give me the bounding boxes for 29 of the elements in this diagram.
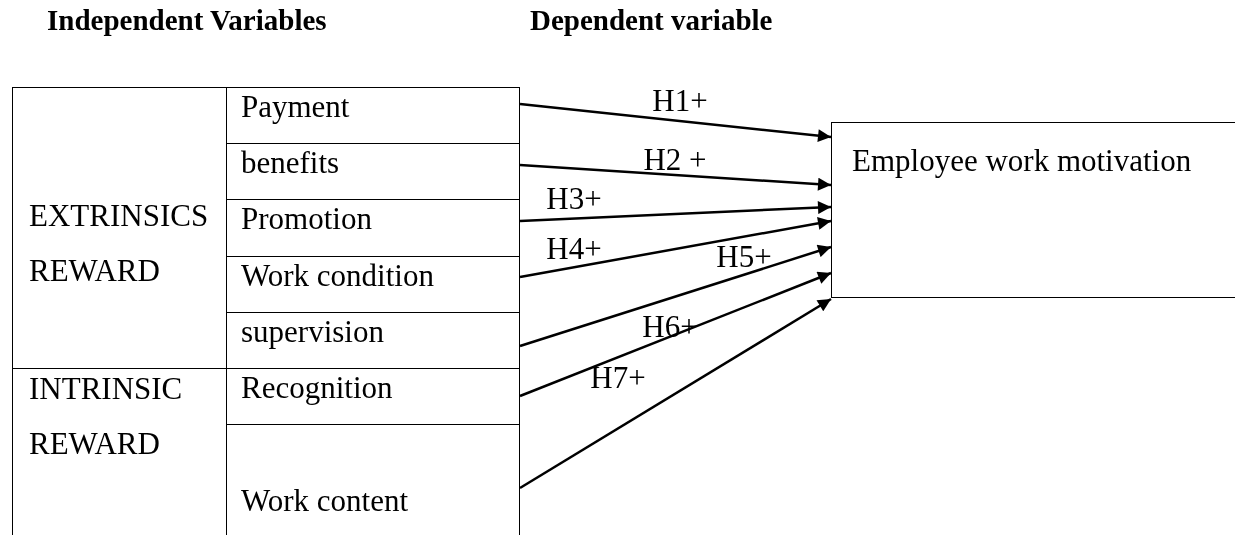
column-heading: Independent Variables xyxy=(47,4,327,37)
arrow xyxy=(519,216,832,279)
cell-label: EXTRINSICS REWARD xyxy=(29,197,210,290)
table-cell xyxy=(12,87,227,369)
edge-label: H6+ xyxy=(642,311,698,343)
arrow xyxy=(519,244,832,348)
cell-label: INTRINSIC REWARD xyxy=(29,370,184,463)
column-heading: Dependent variable xyxy=(530,4,773,37)
cell-label: Promotion xyxy=(241,200,373,238)
edge-label: H7+ xyxy=(590,362,646,394)
cell-label: Work content xyxy=(241,482,410,520)
table-cell xyxy=(226,87,520,144)
cell-label: supervision xyxy=(241,313,385,351)
edge-label: H1+ xyxy=(652,85,708,117)
cell-label: benefits xyxy=(241,144,341,182)
cell-label: Work condition xyxy=(241,257,435,295)
outcome-box xyxy=(831,122,1235,298)
arrow xyxy=(519,163,832,191)
cell-label: Employee work motivation xyxy=(852,142,1193,180)
edge-label: H3+ xyxy=(546,183,602,215)
edge-label: H5+ xyxy=(716,241,772,273)
cell-label: Recognition xyxy=(241,369,394,407)
arrow xyxy=(519,102,832,143)
arrow xyxy=(519,297,832,490)
arrow xyxy=(519,271,832,398)
arrow xyxy=(519,201,832,223)
edge-label: H4+ xyxy=(546,233,602,265)
cell-label: Payment xyxy=(241,88,351,126)
edge-label: H2 + xyxy=(643,144,707,176)
